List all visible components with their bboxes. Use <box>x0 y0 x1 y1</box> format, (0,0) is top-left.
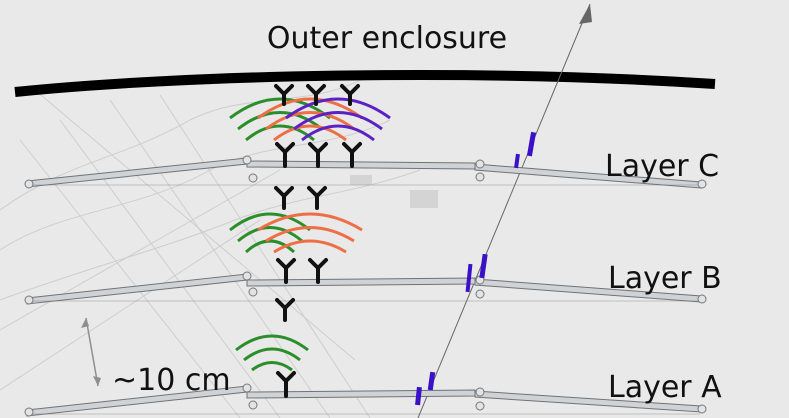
antenna-icon <box>276 258 296 284</box>
connector-circle-icon <box>24 407 34 417</box>
connector-circle-icon <box>24 179 34 189</box>
wave-group-top <box>229 97 391 142</box>
connector-circle-icon <box>248 287 258 297</box>
particle-track-line <box>417 3 591 418</box>
hit-marker <box>465 263 473 293</box>
spacing-arrow <box>81 317 101 387</box>
connector-circle-icon <box>475 289 485 299</box>
connector-circle-icon <box>697 404 707 414</box>
hit-marker <box>427 371 436 391</box>
connector-circle-icon <box>697 179 707 189</box>
layer-c-boards <box>24 155 707 189</box>
outer-enclosure-curve <box>14 70 716 97</box>
layer-c-label: Layer C <box>605 149 719 184</box>
wave-group-bottom <box>235 334 309 372</box>
layer-b-boards <box>24 271 707 305</box>
antenna-icon <box>276 371 296 398</box>
spacing-label: ~10 cm <box>112 363 231 398</box>
hit-marker <box>526 131 537 157</box>
connector-circle-icon <box>697 294 707 304</box>
connector-circle-icon <box>242 271 252 281</box>
antenna-icon <box>274 84 294 106</box>
connector-circle-icon <box>475 172 485 182</box>
hit-marker <box>479 253 488 279</box>
hit-marker-group <box>415 131 537 406</box>
connector-circle-icon <box>475 401 485 411</box>
hit-marker <box>415 386 422 406</box>
outer-enclosure-label: Outer enclosure <box>267 21 507 56</box>
connector-circle-icon <box>24 295 34 305</box>
connector-circle-icon <box>242 383 252 393</box>
connector-circle-icon <box>475 159 485 169</box>
connector-circle-icon <box>242 155 252 165</box>
wave-group-middle <box>229 212 363 254</box>
antenna-icon <box>307 186 327 210</box>
antenna-icon <box>306 84 326 106</box>
antenna-icon <box>340 84 360 106</box>
antenna-icon <box>342 142 362 168</box>
antenna-icon <box>274 186 294 210</box>
connector-circle-icon <box>248 400 258 410</box>
layer-b-label: Layer B <box>608 261 722 296</box>
particle-track-arrow-icon <box>579 4 592 24</box>
antenna-icon <box>308 258 328 284</box>
connector-circle-icon <box>248 173 258 183</box>
background-texture <box>0 74 438 418</box>
connector-circle-icon <box>475 387 485 397</box>
antenna-icon <box>308 142 328 168</box>
antenna-icon <box>275 298 295 322</box>
antenna-group <box>274 84 362 398</box>
hit-marker <box>514 153 520 169</box>
layer-a-label: Layer A <box>608 370 722 405</box>
antenna-icon <box>275 142 295 168</box>
